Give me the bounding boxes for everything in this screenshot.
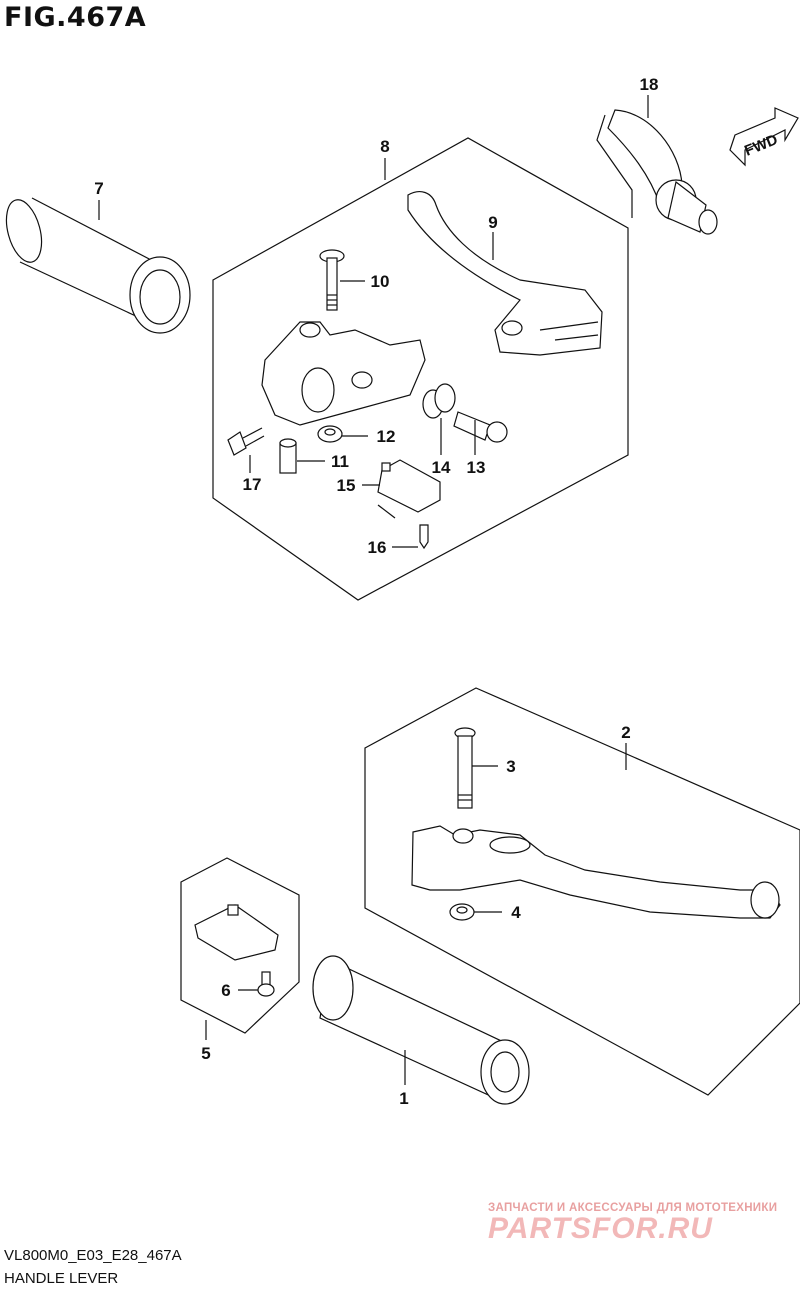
adjuster-part-13 (453, 411, 508, 443)
leader-lines (98, 95, 649, 1085)
switch-part-15 (377, 459, 441, 519)
screw-part-16 (419, 524, 429, 550)
bolt-part-10 (319, 249, 345, 311)
callout-10: 10 (371, 272, 390, 291)
callout-17: 17 (243, 475, 262, 494)
grip-end-part-18 (596, 109, 718, 235)
callout-12: 12 (377, 427, 396, 446)
lever-part-2 (411, 825, 781, 919)
assembly-box-2 (364, 687, 800, 1096)
callout-5: 5 (201, 1044, 210, 1063)
callout-4: 4 (511, 903, 521, 922)
watermark-logo: PARTSFOR.RU (488, 1212, 713, 1245)
watermark-tagline: ЗАПЧАСТИ И АКСЕССУАРЫ ДЛЯ МОТОТЕХНИКИ (488, 1202, 778, 1214)
grip-part-7 (5, 197, 191, 334)
callout-16: 16 (368, 538, 387, 557)
callout-13: 13 (467, 458, 486, 477)
callout-3: 3 (506, 757, 515, 776)
callout-15: 15 (337, 476, 356, 495)
switch-part-5 (194, 904, 279, 961)
fwd-arrow (729, 107, 799, 167)
figure-code: VL800M0_E03_E28_467A (4, 1247, 182, 1264)
throttle-grip-part-1 (312, 955, 530, 1105)
callout-9: 9 (488, 213, 497, 232)
figure-name: HANDLE LEVER (4, 1270, 119, 1287)
lever-bracket (261, 321, 426, 426)
callout-6: 6 (221, 981, 230, 1000)
nut-part-12 (317, 425, 343, 443)
screw-part-17 (227, 427, 265, 456)
callout-14: 14 (432, 458, 451, 477)
callout-11: 11 (331, 452, 349, 471)
lever-part-9 (407, 191, 603, 356)
callout-1: 1 (399, 1089, 408, 1108)
nut-part-4 (449, 903, 475, 921)
callout-7: 7 (94, 179, 103, 198)
callout-2: 2 (621, 723, 630, 742)
figure-title: FIG.467A (4, 2, 147, 33)
ring-part-14 (422, 383, 456, 419)
screw-part-6 (257, 971, 275, 997)
callout-18: 18 (640, 75, 659, 94)
bolt-part-3 (454, 727, 476, 809)
assembly-box-8 (212, 137, 629, 601)
callout-8: 8 (380, 137, 389, 156)
collar-part-11 (279, 438, 297, 474)
assembly-box-5 (180, 857, 300, 1034)
